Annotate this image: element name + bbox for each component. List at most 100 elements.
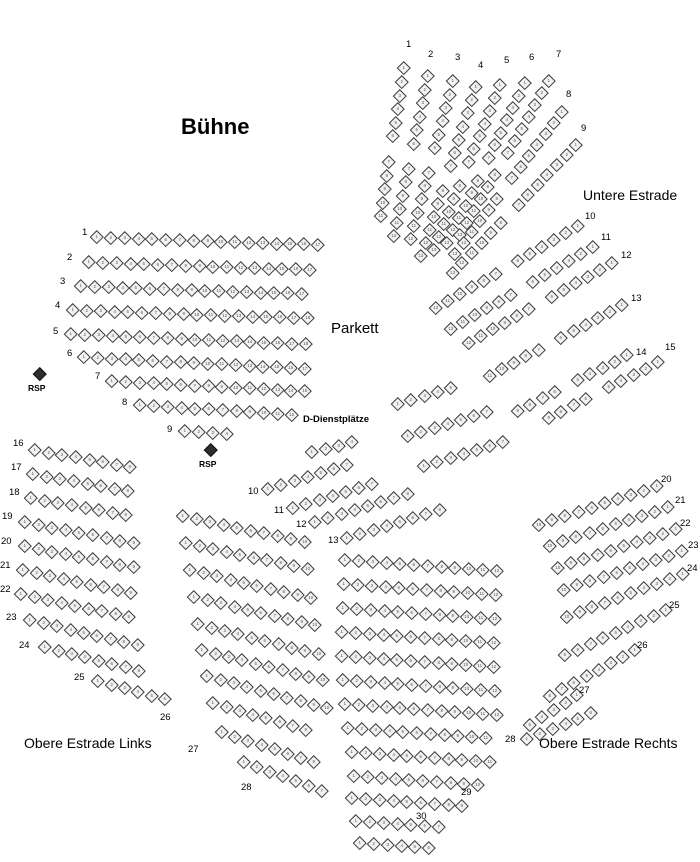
seat[interactable]: 1 [661, 500, 675, 514]
seat[interactable]: 9 [395, 189, 410, 203]
seat[interactable]: 6 [302, 778, 316, 793]
seat[interactable]: 4 [390, 102, 405, 116]
seat[interactable]: 10 [206, 259, 220, 274]
seat[interactable]: 4 [69, 450, 83, 464]
seat[interactable]: 5 [77, 625, 91, 640]
seat[interactable]: 8 [523, 397, 537, 412]
seat[interactable]: 4 [376, 628, 391, 642]
seat[interactable]: 3 [460, 106, 475, 120]
seat[interactable]: 8 [452, 178, 467, 193]
seat[interactable]: 3 [415, 96, 429, 110]
seat[interactable]: 2 [352, 554, 366, 568]
seat[interactable]: 1 [349, 814, 363, 828]
seat[interactable]: 3 [626, 367, 641, 382]
seat[interactable]: 6 [405, 678, 419, 692]
seat[interactable]: 6 [272, 715, 287, 729]
seat[interactable]: 8 [285, 640, 299, 655]
seat[interactable]: 6 [406, 136, 421, 151]
seat[interactable]: 1 [397, 61, 411, 75]
seat[interactable]: 10 [190, 307, 204, 322]
seat[interactable]: 7 [99, 555, 113, 569]
seat[interactable]: 4 [377, 604, 392, 618]
seat[interactable]: 9 [545, 513, 559, 527]
seat[interactable]: 5 [408, 840, 422, 854]
seat[interactable]: 11 [472, 634, 487, 649]
seat[interactable]: 4 [174, 400, 189, 415]
seat[interactable]: 3 [51, 496, 65, 510]
seat[interactable]: 2 [228, 729, 242, 743]
seat[interactable]: 7 [418, 607, 433, 621]
seat[interactable]: 1 [571, 219, 585, 233]
seat[interactable]: 1 [615, 298, 629, 312]
seat[interactable]: 7 [271, 637, 286, 651]
seat[interactable]: 1 [215, 725, 229, 739]
seat[interactable]: 6 [250, 578, 264, 593]
seat[interactable]: 7 [95, 604, 109, 618]
seat[interactable]: 8 [160, 331, 175, 345]
seat[interactable]: 3 [366, 523, 381, 537]
seat[interactable]: 7 [280, 690, 294, 705]
seat[interactable]: 10 [300, 562, 315, 576]
seat[interactable]: 12 [489, 707, 504, 722]
seat[interactable]: 6 [548, 385, 562, 399]
seat[interactable]: 8 [583, 574, 597, 588]
seat[interactable]: 6 [507, 134, 522, 148]
seat[interactable]: 3 [624, 487, 638, 502]
seat[interactable]: 8 [277, 585, 291, 599]
seat[interactable]: 6 [202, 402, 216, 416]
seat[interactable]: 7 [165, 258, 179, 272]
seat[interactable]: 6 [94, 479, 108, 493]
seat[interactable]: 6 [266, 687, 281, 701]
seat[interactable]: 2 [318, 441, 333, 456]
seat[interactable]: 2 [367, 837, 381, 851]
seat[interactable]: 9 [284, 532, 298, 546]
seat[interactable]: 12 [403, 232, 418, 246]
seat[interactable]: 1 [345, 745, 359, 759]
seat[interactable]: 12 [256, 382, 271, 396]
seat[interactable]: 2 [192, 425, 206, 439]
seat[interactable]: 3 [443, 451, 458, 465]
seat[interactable]: 8 [432, 680, 447, 694]
seat[interactable]: 8 [432, 503, 447, 517]
seat[interactable]: 13 [255, 236, 270, 250]
seat[interactable]: 5 [571, 711, 585, 726]
seat[interactable]: 3 [91, 328, 106, 342]
seat[interactable]: 7 [419, 583, 434, 597]
seat[interactable]: 8 [434, 704, 449, 718]
seat[interactable]: 5 [233, 547, 247, 562]
seat[interactable]: 5 [70, 574, 84, 589]
seat[interactable]: 2 [607, 354, 622, 368]
seat[interactable]: 7 [504, 287, 518, 302]
seat[interactable]: 4 [610, 492, 625, 506]
seat[interactable]: 10 [468, 308, 482, 322]
seat[interactable]: 7 [535, 391, 550, 405]
seat[interactable]: 4 [146, 376, 161, 390]
seat[interactable]: 2 [574, 247, 588, 261]
seat[interactable]: 4 [254, 738, 269, 752]
seat[interactable]: 12 [462, 335, 476, 350]
seat[interactable]: 5 [452, 132, 466, 147]
seat[interactable]: 1 [178, 424, 192, 438]
seat[interactable]: 13 [270, 382, 285, 397]
seat[interactable]: 8 [398, 175, 413, 189]
seat[interactable]: 4 [115, 280, 130, 295]
seat[interactable]: 3 [226, 676, 241, 690]
seat[interactable]: 2 [349, 626, 363, 640]
seat[interactable]: 4 [379, 700, 394, 714]
seat[interactable]: 7 [566, 398, 581, 412]
seat[interactable]: 8 [186, 233, 201, 248]
seat[interactable]: 5 [289, 774, 303, 788]
seat[interactable]: 2 [430, 455, 444, 469]
seat[interactable]: 9 [294, 615, 309, 629]
seat[interactable]: 7 [420, 703, 435, 717]
seat[interactable]: 11 [474, 329, 488, 343]
seat[interactable]: 5 [82, 452, 97, 467]
seat[interactable]: 1 [347, 769, 361, 783]
seat[interactable]: 6 [521, 187, 535, 202]
seat[interactable]: 10 [469, 753, 483, 768]
seat[interactable]: 10 [559, 609, 573, 624]
seat[interactable]: 5 [314, 466, 328, 480]
seat[interactable]: 9 [556, 534, 570, 548]
seat[interactable]: 5 [388, 115, 403, 130]
seat[interactable]: 8 [281, 612, 295, 626]
